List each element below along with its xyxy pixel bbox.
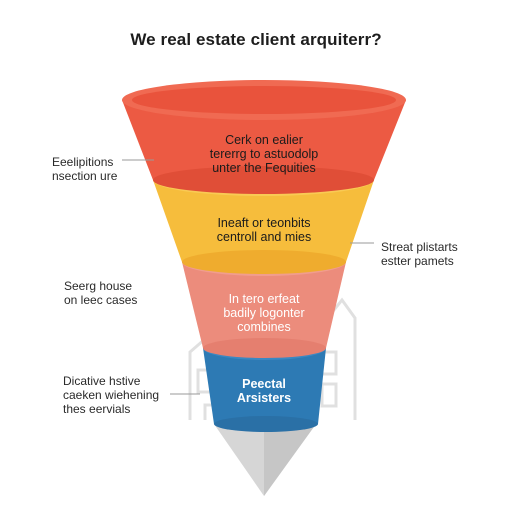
side-label-left-4-line-3: thes eervials bbox=[63, 402, 131, 416]
side-label-left-3: Seerg house on leec cases bbox=[64, 279, 137, 307]
side-label-left-1-line-1: Eeelipitions bbox=[52, 155, 114, 169]
tier-3-line-2: badily logonter bbox=[223, 306, 305, 320]
tier-4-text: Peectal Arsisters bbox=[164, 377, 364, 405]
tier-4-line-2: Arsisters bbox=[236, 391, 292, 405]
side-label-right-2-line-2: estter pamets bbox=[381, 254, 454, 268]
side-label-left-4-line-1: Dicative hstive bbox=[63, 374, 141, 388]
tier-1-line-1: Cerk on ealier bbox=[225, 133, 303, 147]
tier-1-text: Cerk on ealier tererrg to astuodolp unte… bbox=[164, 133, 364, 175]
side-label-left-1: Eeelipitions nsection ure bbox=[52, 155, 117, 183]
side-label-right-2: Streat plistarts estter pamets bbox=[381, 240, 458, 268]
tier-2-text: Ineaft or teonbits centroll and mies bbox=[164, 216, 364, 244]
funnel-tier-1 bbox=[122, 80, 406, 194]
tier-4-line-1: Peectal bbox=[242, 377, 286, 391]
side-label-left-3-line-1: Seerg house bbox=[64, 279, 133, 293]
page-title: We real estate client arquiterr? bbox=[130, 30, 382, 49]
side-label-left-4: Dicative hstive caeken wiehening thes ee… bbox=[63, 374, 159, 416]
tier-1-line-2: tererrg to astuodolp bbox=[209, 147, 319, 161]
tier-3-text: In tero erfeat badily logonter combines bbox=[164, 292, 364, 334]
tier-2-line-2: centroll and mies bbox=[216, 230, 312, 244]
side-label-right-2-line-1: Streat plistarts bbox=[381, 240, 458, 254]
funnel-tier-4 bbox=[203, 336, 326, 496]
tier-2-line-1: Ineaft or teonbits bbox=[217, 216, 311, 230]
side-label-left-1-line-2: nsection ure bbox=[52, 169, 118, 183]
tier-3-line-3: combines bbox=[237, 320, 291, 334]
side-label-left-4-line-2: caeken wiehening bbox=[63, 388, 160, 402]
tier-3-line-1: In tero erfeat bbox=[228, 292, 300, 306]
side-label-left-3-line-2: on leec cases bbox=[64, 293, 138, 307]
leader-lines bbox=[122, 159, 374, 395]
tier-1-line-3: unter the Fequities bbox=[212, 161, 316, 175]
